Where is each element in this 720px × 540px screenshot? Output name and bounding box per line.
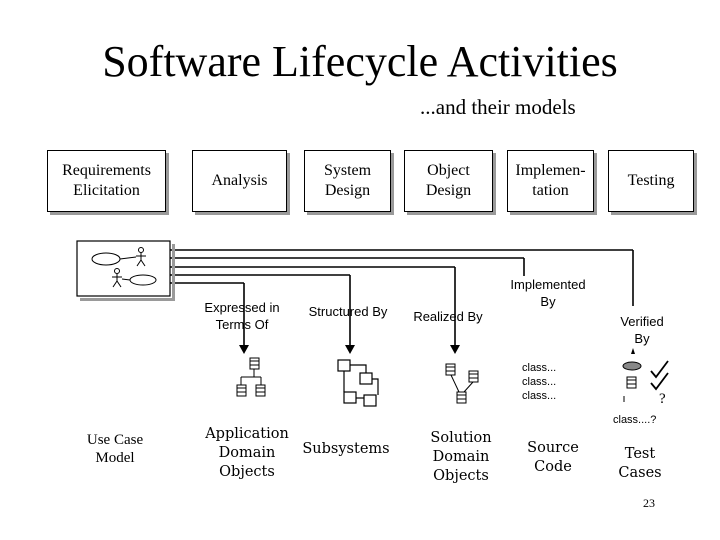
arrowhead-system-design	[345, 345, 355, 354]
relation-verified-by: Verified By	[604, 313, 680, 347]
activity-system-design: System Design	[304, 150, 391, 212]
activity-implementation: Implemen- tation	[507, 150, 594, 212]
model-application-domain-objects: Application Domain Objects	[205, 426, 289, 480]
relation-implemented-by: Implemented By	[502, 276, 594, 310]
application-domain-objects-icon	[236, 357, 266, 397]
arrowhead-analysis	[239, 345, 249, 354]
activity-requirements-elicitation: Requirements Elicitation	[47, 150, 166, 212]
activity-analysis: Analysis	[192, 150, 287, 212]
arrowhead-object-design	[450, 345, 460, 354]
model-subsystems: Subsystems	[302, 441, 390, 457]
relation-structured-by: Structured By	[308, 304, 388, 319]
relation-expressed-in-terms-of: Expressed in Terms Of	[204, 300, 280, 332]
test-class-listing: class....?	[613, 414, 657, 426]
model-use-case: Use Case Model	[86, 432, 144, 466]
test-cases-icon: ?	[622, 360, 669, 407]
solution-domain-objects-icon	[445, 363, 479, 404]
activity-testing: Testing	[608, 150, 694, 212]
slide-title: Software Lifecycle Activities	[102, 37, 618, 86]
arrowhead-testing	[631, 348, 635, 354]
subsystems-icon	[337, 359, 379, 407]
model-test-cases: Test Cases	[618, 446, 662, 481]
model-source-code: Source Code	[527, 440, 579, 475]
source-code-listing: class... class... class...	[522, 362, 557, 402]
relation-realized-by: Realized By	[413, 309, 483, 324]
use-case-diagram-icon	[76, 240, 175, 301]
svg-text:?: ?	[659, 391, 666, 407]
slide-subtitle: ...and their models	[420, 95, 576, 119]
page-number: 23	[643, 496, 655, 510]
activity-object-design: Object Design	[404, 150, 493, 212]
model-solution-domain-objects: Solution Domain Objects	[430, 430, 492, 484]
